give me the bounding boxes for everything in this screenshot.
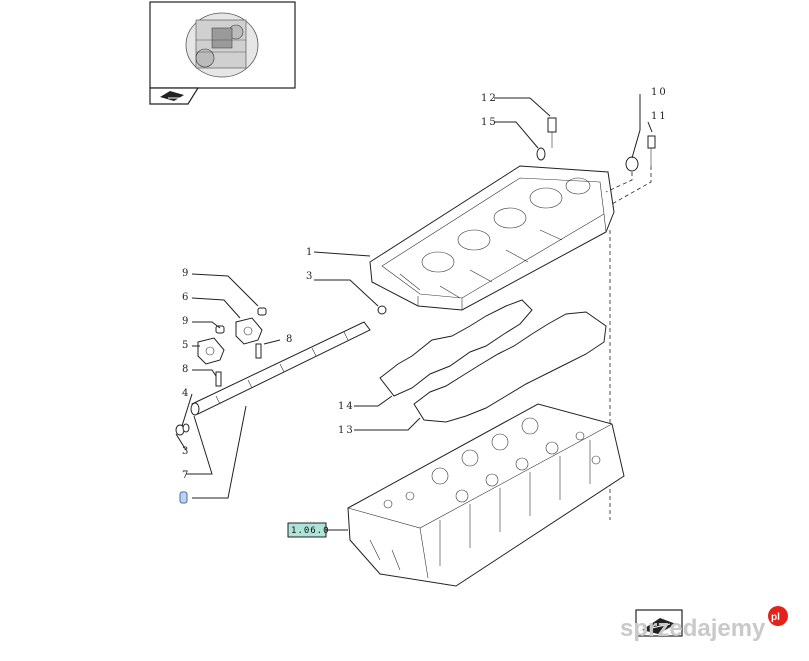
bolt-part-11[interactable] [647,135,656,166]
nut-part-9b[interactable] [215,325,225,334]
nut-part-9a[interactable] [257,307,267,316]
callout-11: 11 [651,111,668,122]
plug-part-3[interactable] [377,305,387,315]
watermark-badge: pl [771,612,780,623]
callout-1: 1 [306,247,314,258]
gasket-part-14[interactable] [379,299,533,397]
callout-7: 7 [182,470,190,481]
callout-13: 13 [338,425,355,436]
callout-14: 14 [338,401,355,412]
bolt-part-12[interactable] [547,117,557,148]
plug-part-3b[interactable] [182,423,190,433]
highlighted-part-marker[interactable] [179,491,188,504]
callout-6: 6 [182,292,190,303]
callout-3-bottom: 3 [182,446,190,457]
callout-4: 4 [182,388,190,399]
reference-tag[interactable]: 1.06.0 [287,522,330,538]
callout-3-top: 3 [306,271,314,282]
rocker-cover[interactable] [369,165,615,311]
cylinder-head[interactable] [347,403,625,587]
callout-5: 5 [182,340,190,351]
next-page-icon[interactable] [635,609,683,637]
engine-thumbnail[interactable] [149,1,296,105]
callout-12: 12 [481,93,498,104]
callout-9-upper: 9 [182,268,190,279]
leader-lines [175,94,653,531]
callout-15: 15 [481,117,498,128]
screw-part-8a[interactable] [255,343,262,359]
watermark: sprzedajemy pl [620,606,788,642]
seal-part-15[interactable] [536,147,546,161]
rocker-arm-part-6[interactable] [235,317,263,345]
rocker-shaft[interactable] [190,321,371,416]
watermark-text: sprzedajemy [620,615,766,642]
callout-8-right: 8 [286,334,294,345]
engine-thumbnail-icon [185,12,259,78]
screw-part-8b[interactable] [215,371,222,387]
callout-9-lower: 9 [182,316,190,327]
callout-10: 10 [651,87,668,98]
gasket-part-13[interactable] [413,311,607,423]
rocker-arm-part-5[interactable] [197,337,225,365]
callout-8-left: 8 [182,364,190,375]
page-turn-icon[interactable] [160,91,184,101]
plug-part-10[interactable] [625,156,639,172]
reference-label: 1.06.0 [291,526,330,536]
